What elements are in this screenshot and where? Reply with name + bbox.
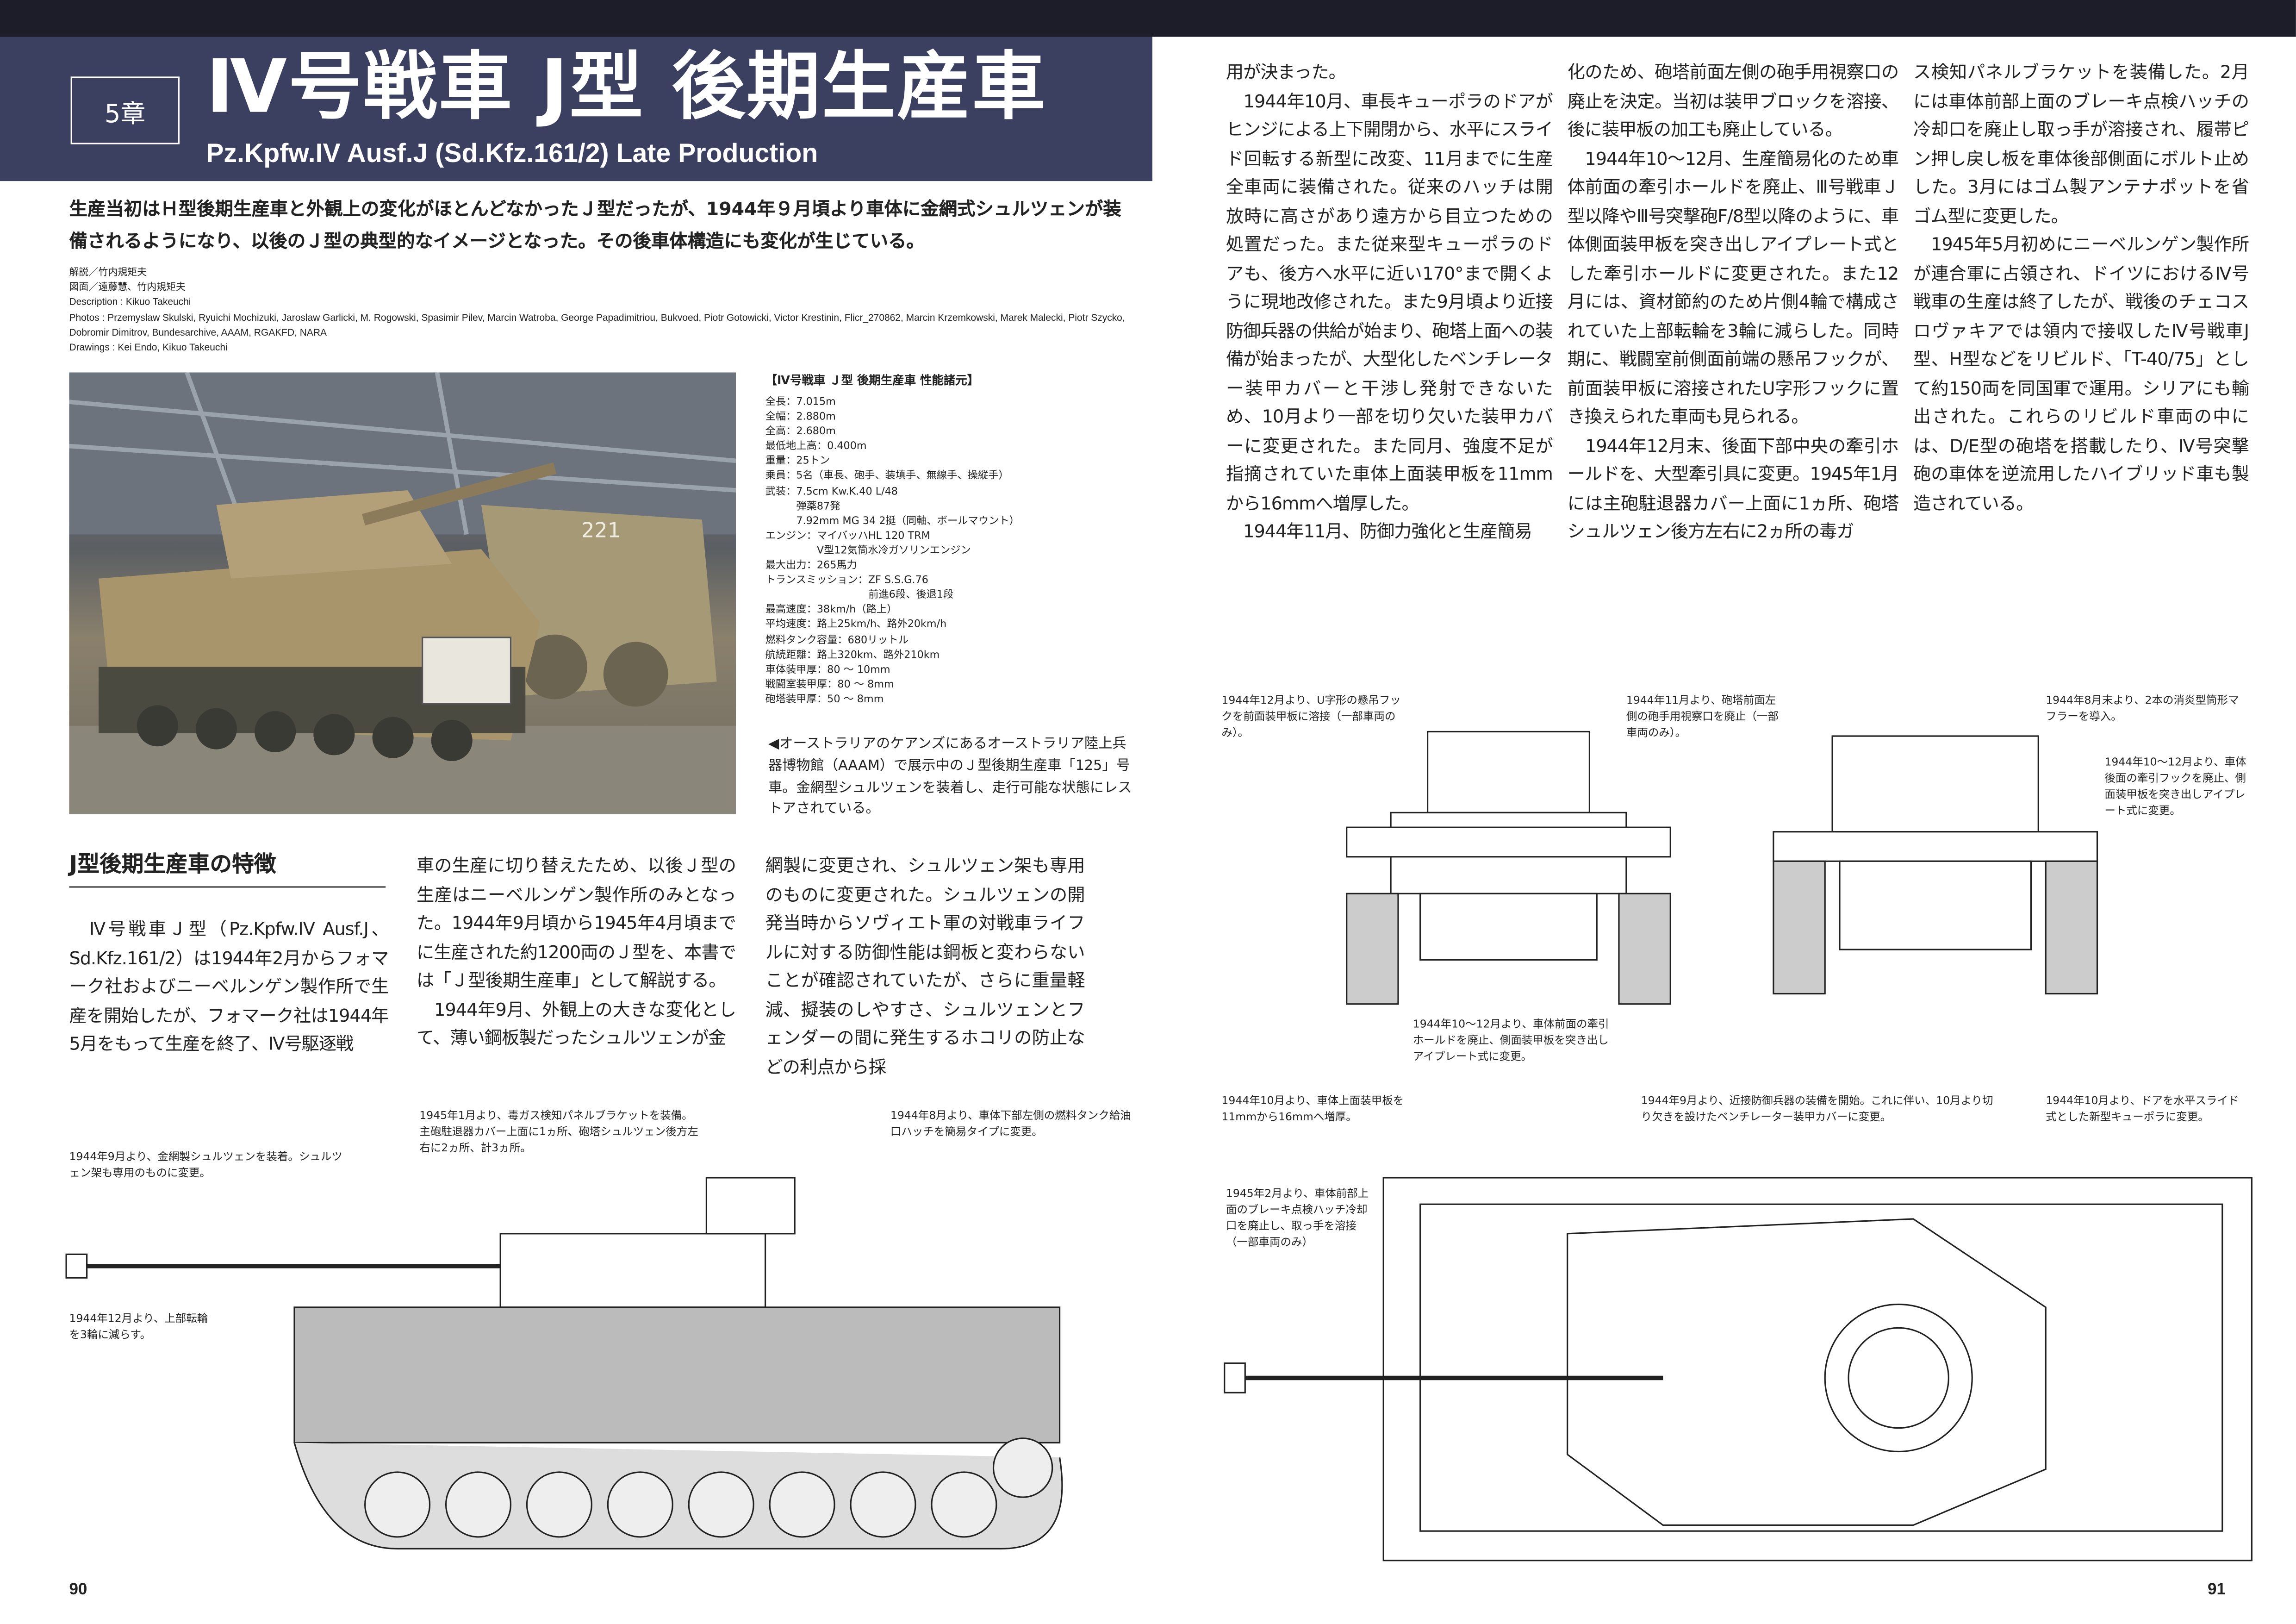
body-column: ス検知パネルブラケットを装備した。2月には車体前部上面のブレーキ点検ハッチの冷却… (1913, 62, 2249, 513)
spec-line: 全長：7.015m (765, 396, 836, 408)
credit-line: Drawings : Kei Endo, Kikuo Takeuchi (69, 343, 228, 354)
spec-line: 燃料タンク容量：680リットル (765, 633, 909, 646)
annotation: 1944年8月より、車体下部左側の燃料タンク給油口ハッチを簡易タイプに変更。 (890, 1108, 1131, 1138)
credit-line: Photos : Przemyslaw Skulski, Ryuichi Moc… (69, 313, 1125, 338)
spec-line: 砲塔装甲厚：50 ～ 8mm (765, 693, 884, 705)
annotation: 1944年10～12月より、車体後面の牽引フックを廃止、側面装甲板を突き出しアイ… (2104, 755, 2246, 817)
section-heading: J型後期生産車の特徴 (69, 851, 386, 888)
page-subtitle: Pz.Kpfw.IV Ausf.J (Sd.Kfz.161/2) Late Pr… (206, 138, 818, 168)
page-number-right: 91 (2208, 1581, 2226, 1599)
chapter-label: 5章 (70, 76, 180, 144)
body-column: 用が決まった。 1944年10月、車長キューポラのドアがヒンジによる上下開閉から… (1226, 62, 1553, 542)
annotation: 1944年12月より、上部転輪を3輪に減らす。 (69, 1312, 208, 1341)
top-view-drawing (1224, 1177, 2252, 1562)
annotation: 1945年1月より、毒ガス検知パネルブラケットを装備。主砲駐退器カバー上面に1ヵ… (419, 1108, 698, 1155)
spec-line: 武装：7.5cm Kw.K.40 L/48 (765, 485, 898, 497)
spec-line: 平均速度：路上25km/h、路外20km/h (765, 618, 947, 631)
spec-line: 最高速度：38km/h（路上） (765, 604, 897, 616)
lead-paragraph: 生産当初はＨ型後期生産車と外観上の変化がほとんどなかったＪ型だったが、1944年… (69, 197, 1121, 252)
spec-line: V型12気筒水冷ガソリンエンジン (765, 544, 971, 556)
credit-line: Description : Kikuo Takeuchi (69, 298, 191, 308)
credit-line: 解説／竹内規矩夫 (69, 268, 147, 279)
body-column: 車の生産に切り替えたため、以後Ｊ型の生産はニーベルンゲン製作所のみとなった。19… (416, 855, 736, 1049)
spec-line: トランスミッション：ZF S.S.G.76 (765, 574, 928, 587)
spec-line: 乗員：5名（車長、砲手、装填手、無線手、操縦手） (765, 470, 1009, 482)
rear-view-drawing (1773, 735, 2098, 995)
body-column: 化のため、砲塔前面左側の砲手用視察口の廃止を決定。当初は装甲ブロックを溶接、後に… (1567, 62, 1899, 542)
spec-line: エンジン：マイバッハHL 120 TRM (765, 530, 930, 542)
spec-line: 全高：2.680m (765, 425, 836, 438)
credit-line: 図面／遠藤慧、竹内規矩夫 (69, 283, 186, 294)
page-title: Ⅳ号戦車 J型 後期生産車 (206, 44, 1047, 130)
annotation: 1944年8月末より、2本の消炎型筒形マフラーを導入。 (2046, 693, 2239, 723)
spec-line: 最大出力：265馬力 (765, 559, 857, 571)
annotation: 1944年11月より、砲塔前面左側の砲手用視察口を廃止（一部車両のみ）。 (1626, 693, 1779, 739)
spec-line: 前進6段、後退1段 (765, 589, 954, 601)
spec-line: 全幅：2.880m (765, 411, 836, 423)
spec-line: 車体装甲厚：80 ～ 10mm (765, 663, 890, 675)
spec-line: 7.92mm MG 34 2挺（同軸、ボールマウント） (765, 515, 1020, 527)
spec-line: 重量：25トン (765, 455, 830, 468)
spec-heading: 【Ⅳ号戦車 Ｊ型 後期生産車 性能諸元】 (765, 374, 979, 387)
tank-photo-illustration: 221 (69, 372, 736, 814)
annotation: 1944年10月より、車体上面装甲板を11mmから16mmへ増厚。 (1221, 1093, 1404, 1124)
spec-line: 最低地上高：0.400m (765, 440, 867, 453)
annotation: 1944年10月より、ドアを水平スライド式とした新型キューポラに変更。 (2046, 1093, 2239, 1124)
spec-line: 弾薬87発 (765, 500, 840, 512)
credits: 解説／竹内規矩夫 図面／遠藤慧、竹内規矩夫 Description : Kiku… (69, 267, 1143, 357)
annotation: 1944年10～12月より、車体前面の牽引ホールドを廃止、側面装甲板を突き出しア… (1412, 1017, 1609, 1063)
front-view-drawing (1346, 731, 1671, 1005)
vehicle-number: 221 (581, 519, 621, 543)
spec-sheet: 【Ⅳ号戦車 Ｊ型 後期生産車 性能諸元】 全長：7.015m 全幅：2.880m 全… (765, 373, 1141, 707)
photo-caption: ◀オーストラリアのケアンズにあるオーストラリア陸上兵器博物館（AAAM）で展示中… (768, 736, 1132, 818)
annotation: 1944年9月より、近接防御兵器の装備を開始。これに伴い、10月より切り欠きを設… (1641, 1093, 1993, 1124)
spec-line: 航続距離：路上320km、路外210km (765, 649, 940, 661)
annotation: 1944年9月より、金網製シュルツェンを装着。シュルツェン架も専用のものに変更。 (69, 1149, 342, 1180)
page-number-left: 90 (69, 1581, 87, 1599)
spec-line: 戦闘室装甲厚：80 ～ 8mm (765, 678, 894, 690)
chapter-header (0, 37, 1152, 181)
side-view-drawing (65, 1177, 1063, 1549)
annotation: 1944年12月より、U字形の懸吊フックを前面装甲板に溶接（一部車両のみ）。 (1221, 693, 1401, 739)
body-column: 網製に変更され、シュルツェン架も専用のものに変更された。シュルツェンの開発当時か… (765, 855, 1085, 1077)
tank-photo: 221 (69, 372, 736, 814)
top-bar (0, 0, 2296, 37)
annotation: 1945年2月より、車体前部上面のブレーキ点検ハッチ冷却口を廃止し、取っ手を溶接… (1226, 1185, 1373, 1250)
body-column: Ⅳ号戦車Ｊ型（Pz.Kpfw.IV Ausf.J、Sd.Kfz.161/2）は1… (69, 918, 389, 1054)
